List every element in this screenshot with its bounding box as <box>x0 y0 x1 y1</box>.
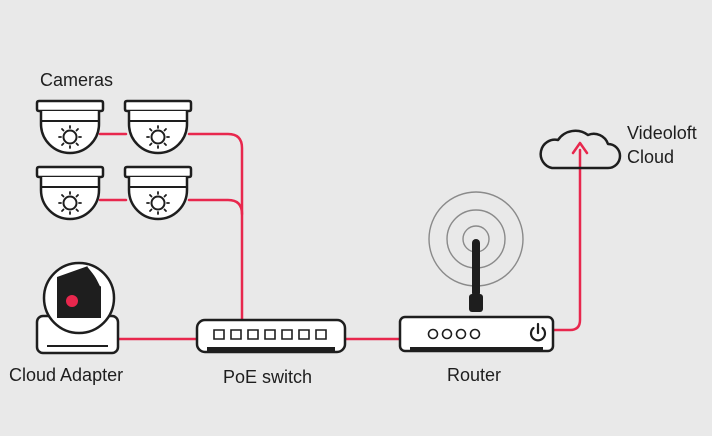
dome-camera-icon <box>123 165 193 221</box>
wifi-router-icon <box>398 191 555 353</box>
camera-link-2 <box>187 132 244 324</box>
cloud-icon <box>539 129 622 170</box>
dome-camera-icon <box>35 165 105 221</box>
power-icon <box>529 322 547 342</box>
router-to-cloud-link <box>552 148 582 332</box>
connection-lines <box>98 132 582 341</box>
router-label: Router <box>447 365 502 385</box>
cloud-adapter-label: Cloud Adapter <box>9 365 124 385</box>
arrow-up-icon <box>571 141 589 155</box>
poe-switch-label: PoE switch <box>223 367 313 387</box>
cameras-label: Cameras <box>40 70 114 90</box>
camera-link-4 <box>187 198 244 216</box>
cloud-label-line2: Cloud <box>627 147 675 167</box>
network-switch-icon <box>195 318 347 354</box>
dome-camera-icon <box>123 99 193 155</box>
camera-group <box>35 99 193 221</box>
cloud-label-line1: Videoloft <box>627 123 697 143</box>
dome-camera-icon <box>35 99 105 155</box>
cloud-adapter-icon <box>35 261 120 355</box>
